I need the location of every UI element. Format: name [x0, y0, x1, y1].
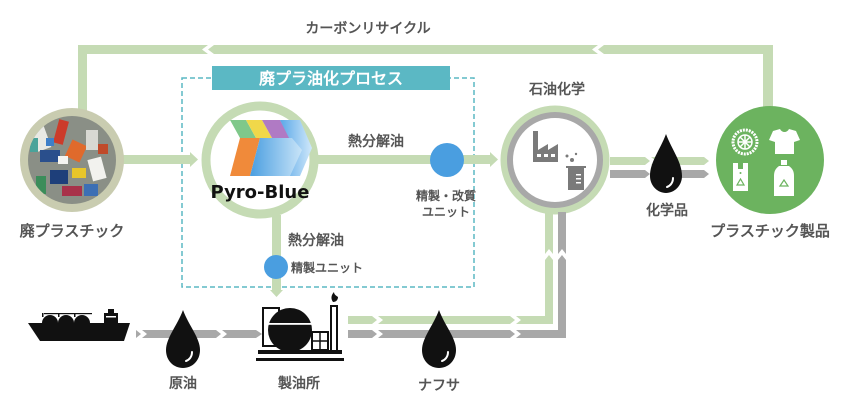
plastic-products-label: プラスチック製品: [710, 222, 830, 240]
refine-reform-unit-marker: [430, 143, 464, 177]
refine-reform-unit-label-line2: ユニット: [422, 205, 470, 219]
bottle-icon: [774, 160, 794, 196]
process-banner-label: 廃プラ油化プロセス: [259, 69, 403, 88]
flow-pyro-to-petrochemical: [310, 152, 498, 167]
beaker-icon: [565, 152, 586, 190]
recycle-right-line: [763, 45, 773, 110]
petrochemical-label: 石油化学: [528, 81, 585, 98]
pyrolysis-oil-label-down: 熱分解油: [288, 232, 344, 249]
pyrolysis-oil-label-right: 熱分解油: [348, 133, 404, 150]
refine-reform-unit-label-line1: 精製・改質: [416, 188, 476, 203]
recycle-top-line: [78, 45, 773, 54]
naphtha-label: ナフサ: [418, 378, 460, 394]
flow-pyro-to-refinery: [270, 215, 283, 297]
process-banner: [212, 66, 450, 90]
pyro-blue-label: Pyro-Blue: [211, 182, 310, 203]
recycle-left-line: [78, 45, 87, 120]
chemicals-label: 化学品: [646, 202, 688, 219]
tanker-ship-icon: [28, 309, 130, 341]
t-shirt-icon: [769, 129, 800, 154]
waste-plastic-photo: [28, 116, 116, 204]
factory-icon: [533, 131, 558, 162]
pyro-blue-node: Pyro-Blue: [201, 101, 319, 219]
refine-unit-marker: [264, 255, 288, 279]
flow-waste-to-pyro: [110, 152, 198, 167]
plastic-products-node: [716, 106, 824, 214]
carbon-recycle-loop: [78, 45, 773, 120]
recycle-chevron-left-1: [202, 45, 214, 54]
petrochemical-node: [500, 105, 610, 215]
carbon-recycle-label: カーボンリサイクル: [305, 21, 430, 37]
tire-icon: [731, 128, 759, 156]
pyro-blue-logo: [230, 120, 312, 176]
refine-unit-label: 精製ユニット: [291, 260, 363, 275]
crude-oil-label: 原油: [169, 375, 197, 392]
recycle-chevron-left-2: [592, 45, 604, 54]
waste-plastic-node: [20, 108, 124, 212]
flow-tanker-to-refinery: [136, 330, 262, 338]
oil-drop-icon: [650, 134, 682, 193]
waste-plastic-label: 廃プラスチック: [20, 222, 125, 240]
plastic-bag-icon: [733, 163, 748, 191]
refinery-label: 製油所: [277, 375, 320, 392]
oil-drop-icon: [166, 310, 200, 368]
oil-drop-icon: [422, 310, 456, 368]
refinery-icon: [256, 292, 344, 364]
flow-refinery-to-petrochemical: [348, 212, 566, 338]
